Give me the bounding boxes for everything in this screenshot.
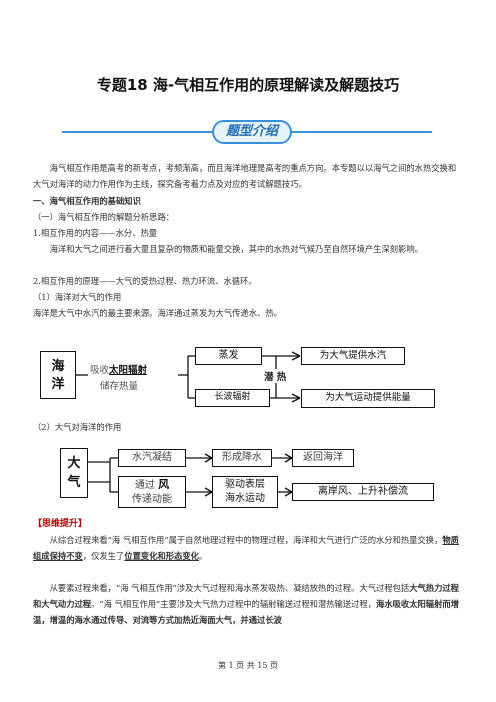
thinking-tag: 【思维提升】 xyxy=(33,519,88,529)
drive-surface-water-box: 驱动表层 海水运动 xyxy=(212,476,278,508)
evaporation-box: 蒸发 xyxy=(195,347,262,365)
point-2-sub-1: （1）海洋对大气的作用 xyxy=(33,292,122,302)
precipitation-box: 形成降水 xyxy=(212,449,272,467)
absorb-solar-label: 吸收太阳辐射 xyxy=(90,365,148,376)
page-title: 专题18 海-气相互作用的原理解读及解题技巧 xyxy=(96,76,400,94)
point-1: 1.相互作用的内容——水分、热量 xyxy=(33,228,158,238)
thinking-paragraph-1: 从综合过程来看“海 气相互作用”属于自然地理过程中的物理过程，海洋和大气进行广泛… xyxy=(33,535,459,561)
intro-paragraph: 海气相互作用是高考的新考点，考频渐高，而且海洋地理是高考的重点方向。本专题以以海… xyxy=(33,163,457,189)
wind-transfer-box: 通过 风 传递动能 xyxy=(118,476,186,508)
output-energy-box: 为大气运动提供能量 xyxy=(301,389,435,408)
offshore-upwelling-box: 离岸风、上升补偿流 xyxy=(292,483,434,501)
atmosphere-box: 大气 xyxy=(60,448,88,498)
thinking-paragraph-2: 从要素过程来看，“海 气相互作用”涉及大气过程和海水蒸发吸热、凝结放热的过程。大… xyxy=(33,583,459,625)
return-ocean-box: 返回海洋 xyxy=(292,449,354,467)
latent-heat-label: 潜 热 xyxy=(262,369,289,383)
ocean-box: 海洋 xyxy=(40,351,76,399)
section-banner: 题型介绍 xyxy=(212,120,292,144)
point-2: 2.相互作用的原理——大气的受热过程、热力环流、水循环。 xyxy=(33,276,257,286)
wind-text: 风 xyxy=(158,478,170,491)
point-2-sub-1-text: 海洋是大气中水汽的最主要来源。海洋通过蒸发为大气传递水、热。 xyxy=(33,308,282,318)
page-footer: 第 1 页 共 15 页 xyxy=(218,661,278,670)
solar-radiation-text: 太阳辐射 xyxy=(109,365,148,376)
point-2-sub-2: （2）大气对海洋的作用 xyxy=(33,422,122,432)
atmosphere-label: 大气 xyxy=(67,456,81,490)
condensation-box: 水汽凝结 xyxy=(118,449,186,467)
point-1-detail: 海洋和大气之间进行着大量且复杂的物质和能量交换，其中的水热对气候乃至自然环境产生… xyxy=(49,244,423,254)
ocean-label: 海洋 xyxy=(51,359,65,392)
subheading-1: （一）海气相互作用的解题分析思路： xyxy=(33,212,175,222)
store-heat-label: 储存热量 xyxy=(100,381,139,392)
output-water-vapor-box: 为大气提供水汽 xyxy=(301,347,405,365)
longwave-box: 长波辐射 xyxy=(195,389,270,407)
section-heading-1: 一、海气相互作用的基础知识 xyxy=(33,196,141,206)
